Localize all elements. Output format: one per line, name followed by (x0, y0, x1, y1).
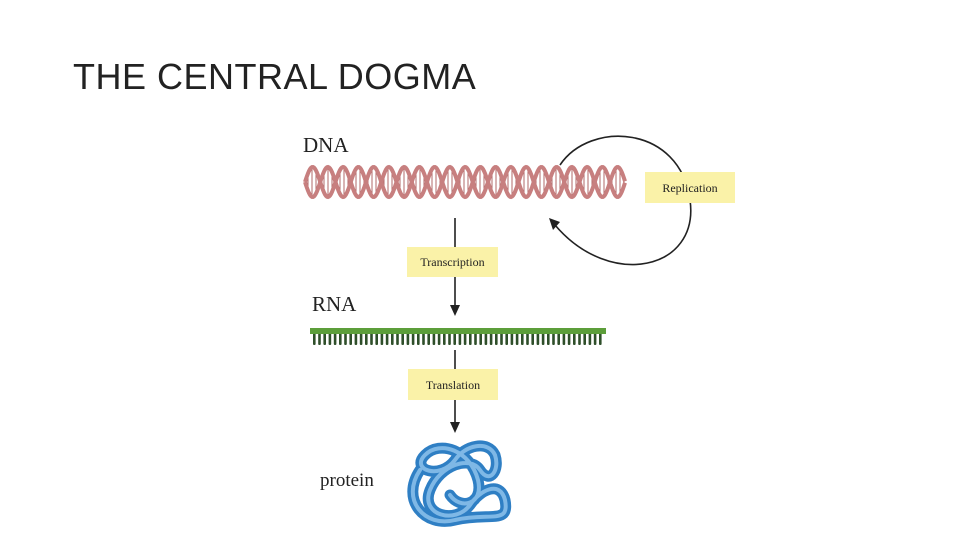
rna-base (541, 333, 545, 345)
rna-base (359, 333, 363, 345)
rna-base (391, 333, 394, 345)
dna-strand-a (303, 164, 627, 200)
rna-base (515, 333, 519, 345)
replication-label-box (645, 172, 735, 203)
rna-base (401, 333, 404, 345)
rna-base (339, 333, 342, 345)
translation-label: Translation (426, 378, 480, 392)
rna-backbone (310, 328, 606, 334)
rna-base (313, 333, 316, 345)
rna-base (328, 333, 332, 345)
rna-base (427, 333, 430, 345)
rna-base (437, 333, 441, 345)
rna-base (562, 333, 566, 345)
dna-double-helix (303, 164, 627, 200)
transcription-label: Transcription (420, 255, 484, 269)
rna-base (453, 333, 456, 345)
rna-base (521, 333, 524, 345)
rna-base (323, 333, 326, 345)
rna-base (370, 333, 373, 345)
rna-base (588, 333, 592, 345)
rna-base (479, 333, 482, 345)
rna-base (495, 333, 498, 345)
rna-label: RNA (312, 292, 357, 316)
replication-arrowhead (549, 218, 560, 230)
rna-base (531, 333, 534, 345)
rna-base (557, 333, 560, 345)
slide-title: THE CENTRAL DOGMA (73, 56, 477, 97)
protein-chain-highlight (410, 444, 508, 524)
rna-base (333, 333, 337, 345)
folded-protein (407, 440, 512, 527)
rna-base (354, 333, 358, 345)
rna-base (484, 333, 488, 345)
dna-label: DNA (303, 133, 349, 157)
rna-base (505, 333, 508, 345)
dna-strand-b (303, 164, 627, 200)
rna-base (396, 333, 399, 345)
rna-base (573, 333, 576, 345)
rna-base (552, 333, 555, 345)
transcription-arrowhead (450, 305, 460, 316)
rna-base (385, 333, 389, 345)
translation-arrowhead (450, 422, 460, 433)
rna-base (463, 333, 467, 345)
rna-base (489, 333, 493, 345)
protein-label: protein (320, 470, 374, 491)
rna-base (583, 333, 586, 345)
rna-base (599, 333, 602, 345)
transcription-label-box (407, 247, 498, 277)
rna-base (417, 333, 420, 345)
rna-base (474, 333, 477, 345)
rna-base (380, 333, 384, 345)
rna-base (510, 333, 514, 345)
rna-base (458, 333, 462, 345)
rna-base (349, 333, 352, 345)
rna-base (526, 333, 529, 345)
rna-base (432, 333, 436, 345)
replication-label: Replication (662, 181, 717, 195)
rna-base (536, 333, 540, 345)
rna-bases (313, 333, 602, 345)
translation-label-box (408, 369, 498, 400)
rna-base (567, 333, 571, 345)
rna-strand (310, 328, 606, 345)
rna-base (344, 333, 347, 345)
rna-base (406, 333, 410, 345)
rna-base (469, 333, 472, 345)
rna-base (443, 333, 446, 345)
rna-base (318, 333, 321, 345)
rna-base (578, 333, 581, 345)
rna-base (411, 333, 415, 345)
rna-base (547, 333, 550, 345)
rna-base (593, 333, 597, 345)
rna-base (500, 333, 503, 345)
rna-base (422, 333, 425, 345)
rna-base (448, 333, 451, 345)
rna-base (375, 333, 378, 345)
rna-base (365, 333, 368, 345)
